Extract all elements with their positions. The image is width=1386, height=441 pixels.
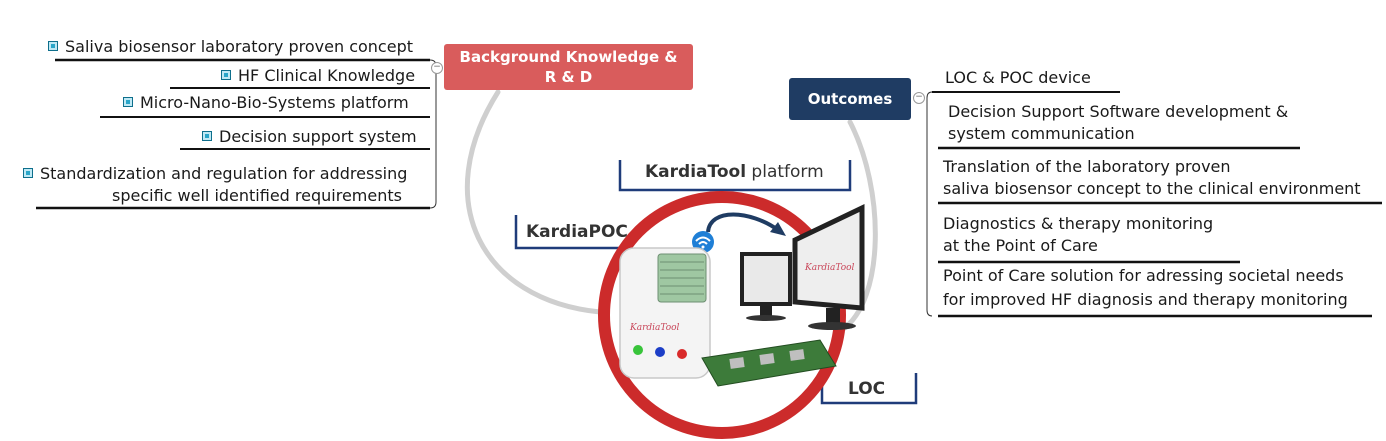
transfer-arrow-icon: [706, 212, 780, 233]
right-item-poc-line2: for improved HF diagnosis and therapy mo…: [943, 290, 1348, 309]
left-item-saliva[interactable]: Saliva biosensor laboratory proven conce…: [48, 36, 413, 58]
left-item-decision[interactable]: Decision support system: [202, 126, 417, 148]
right-item-dss-line1[interactable]: Decision Support Software development &: [948, 102, 1289, 121]
left-item-mnbs[interactable]: Micro-Nano-Bio-Systems platform: [123, 92, 409, 114]
loc-label: LOC: [848, 379, 886, 399]
svg-text:KardiaTool: KardiaTool: [629, 323, 680, 333]
background-topic-line1: Background Knowledge &: [459, 48, 678, 66]
right-item-translation-line2: saliva biosensor concept to the clinical…: [943, 179, 1361, 198]
monitor-small-icon: [740, 252, 792, 321]
outcomes-topic-label: Outcomes: [807, 90, 893, 108]
device-illustration: KardiaTool KardiaTool: [598, 191, 865, 439]
left-item-standardization-line2: specific well identified requirements: [112, 186, 402, 205]
bullet-icon: [202, 131, 212, 141]
svg-text:KardiaTool: KardiaTool: [804, 263, 855, 273]
kardiatool-platform-label: KardiaTool platform: [645, 162, 824, 182]
right-item-translation-line1[interactable]: Translation of the laboratory proven: [943, 157, 1231, 176]
right-item-diagnostics-line2: at the Point of Care: [943, 236, 1098, 255]
left-item-hf-clinical[interactable]: HF Clinical Knowledge: [221, 65, 415, 87]
loc-circuit-board: [701, 339, 837, 387]
bullet-icon: [23, 168, 33, 178]
right-item-dss-line2: system communication: [948, 124, 1135, 143]
right-item-poc-line1[interactable]: Point of Care solution for adressing soc…: [943, 266, 1344, 285]
bullet-icon: [123, 97, 133, 107]
background-topic-line2: R & D: [544, 68, 593, 86]
kardiapoc-label: KardiaPOC: [526, 222, 628, 242]
collapse-left-icon[interactable]: −: [431, 62, 443, 74]
outcomes-topic[interactable]: Outcomes: [789, 78, 911, 120]
monitor-large-icon: KardiaTool: [792, 204, 865, 330]
background-knowledge-topic[interactable]: Background Knowledge & R & D: [444, 44, 693, 90]
collapse-right-icon[interactable]: −: [913, 92, 925, 104]
kardiapoc-device: KardiaTool: [619, 247, 711, 379]
left-item-standardization[interactable]: Standardization and regulation for addre…: [23, 163, 407, 185]
bullet-icon: [48, 41, 58, 51]
right-item-diagnostics-line1[interactable]: Diagnostics & therapy monitoring: [943, 214, 1214, 233]
bullet-icon: [221, 70, 231, 80]
right-item-loc-poc[interactable]: LOC & POC device: [945, 68, 1091, 87]
